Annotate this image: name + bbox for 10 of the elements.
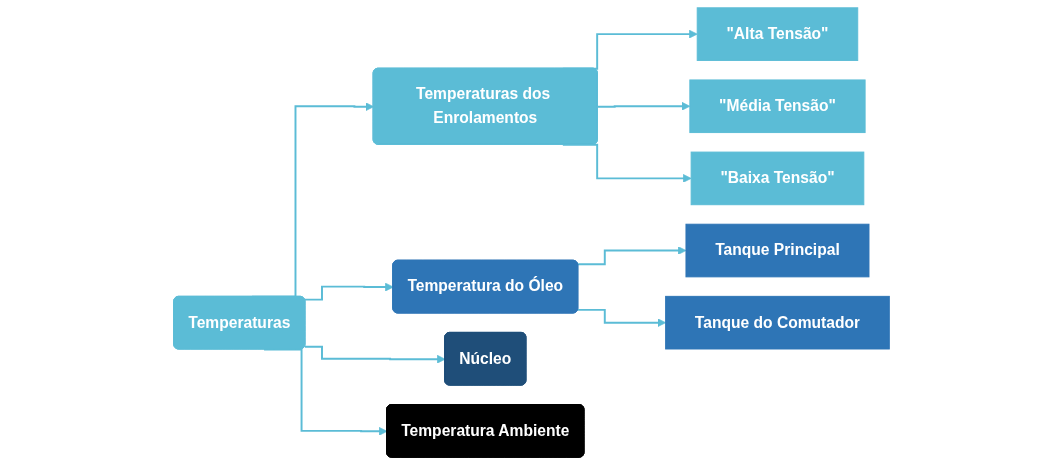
arrow <box>577 308 666 327</box>
node-box: "Baixa Tensão" <box>690 151 865 206</box>
arrow <box>303 345 446 364</box>
arrow <box>577 246 687 266</box>
node-box: Tanque do Comutador <box>665 295 890 350</box>
node-box: "Alta Tensão" <box>696 7 859 61</box>
node-box: "Média Tensão" <box>689 79 866 134</box>
node-box: Tanque Principal <box>685 223 870 278</box>
arrow <box>596 101 691 111</box>
arrow <box>303 282 394 301</box>
